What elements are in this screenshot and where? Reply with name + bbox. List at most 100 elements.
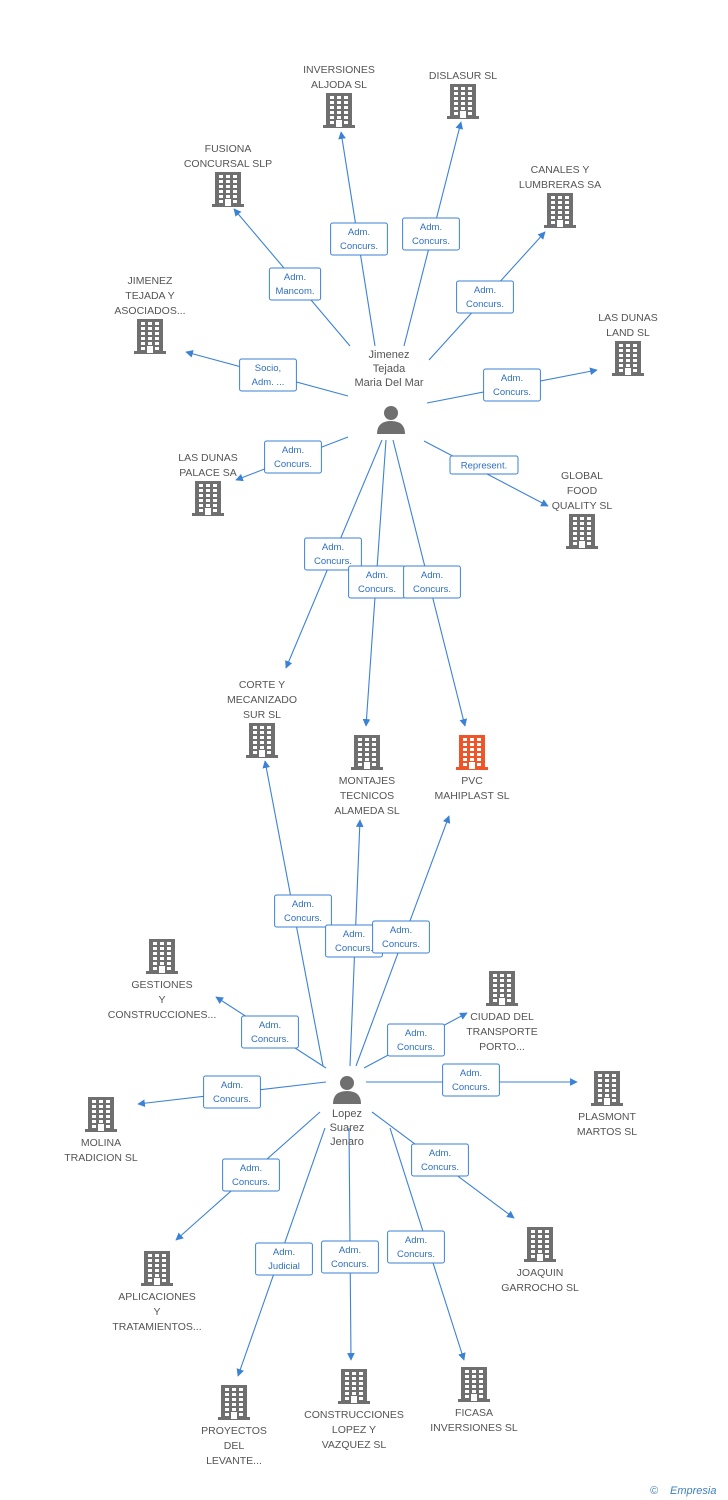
company-name-line: VAZQUEZ SL [322, 1439, 387, 1451]
relation-label[interactable]: Adm.Concurs. [483, 368, 541, 402]
building-icon[interactable] [134, 319, 166, 354]
relation-label-line: Concurs. [331, 1259, 369, 1270]
building-icon[interactable] [544, 193, 576, 228]
relation-label-line: Concurs. [284, 913, 322, 924]
company-node-las_dunas_palace[interactable]: LAS DUNAS PALACE SA [178, 452, 238, 516]
building-icon[interactable] [146, 939, 178, 974]
building-icon[interactable] [486, 971, 518, 1006]
person-icon[interactable] [333, 1076, 361, 1104]
building-icon[interactable] [212, 172, 244, 207]
relation-label[interactable]: Adm.Concurs. [442, 1063, 500, 1097]
relation-label-line: Concurs. [314, 556, 352, 567]
relation-label[interactable]: Adm.Mancom. [268, 267, 322, 301]
company-name-line: TRADICION SL [64, 1152, 138, 1164]
company-node-global_food[interactable]: GLOBAL FOOD QUALITY SL [552, 470, 613, 549]
relation-label-line: Adm. [405, 1028, 427, 1039]
relation-label-line: Adm. [259, 1020, 281, 1031]
relation-label[interactable]: Adm.Concurs. [456, 280, 514, 314]
company-name-line: CONSTRUCCIONES... [108, 1009, 217, 1021]
company-name-line: LAS DUNAS [598, 312, 658, 324]
relation-label[interactable]: Adm.Concurs. [222, 1158, 280, 1192]
relation-label[interactable]: Adm.Concurs. [387, 1023, 445, 1057]
company-name-line: LAS DUNAS [178, 452, 238, 464]
company-name-line: PALACE SA [179, 467, 237, 479]
company-name-line: LEVANTE... [206, 1455, 262, 1467]
company-node-molina[interactable]: MOLINA TRADICION SL [64, 1097, 138, 1164]
relation-label[interactable]: Socio,Adm. ... [239, 358, 297, 392]
relation-label[interactable]: Adm.Concurs. [264, 440, 322, 474]
company-name-line: FUSIONA [205, 143, 252, 155]
company-name-line: CANALES Y [531, 164, 590, 176]
building-icon[interactable] [612, 341, 644, 376]
relation-label[interactable]: Adm.Concurs. [403, 565, 461, 599]
building-icon[interactable] [458, 1367, 490, 1402]
relation-label-line: Adm. [460, 1068, 482, 1079]
relation-label[interactable]: Adm.Concurs. [304, 537, 362, 571]
building-icon[interactable] [218, 1385, 250, 1420]
footer-credit: © Empresia [650, 1485, 716, 1497]
relation-label-line: Represent. [461, 461, 507, 472]
company-name-line: PORTO... [479, 1041, 525, 1053]
company-node-ciudad_transporte[interactable]: CIUDAD DELTRANSPORTEPORTO... [466, 971, 538, 1053]
company-name-line: MARTOS SL [577, 1126, 637, 1138]
relation-label[interactable]: Adm.Concurs. [372, 920, 430, 954]
person-name-line: Lopez [332, 1108, 362, 1120]
relation-label[interactable]: Adm.Concurs. [387, 1230, 445, 1264]
relation-label[interactable]: Adm.Concurs. [402, 217, 460, 251]
relation-label-line: Concurs. [412, 236, 450, 247]
building-icon[interactable] [566, 514, 598, 549]
relation-label[interactable]: Adm.Concurs. [274, 894, 332, 928]
relation-label-line: Adm. [348, 227, 370, 238]
company-name-line: TRANSPORTE [466, 1026, 538, 1038]
building-icon[interactable] [246, 723, 278, 758]
company-name-line: QUALITY SL [552, 500, 613, 512]
building-icon[interactable] [323, 93, 355, 128]
building-icon[interactable] [85, 1097, 117, 1132]
company-node-dislasur[interactable]: DISLASUR SL [429, 70, 497, 119]
relation-label-line: Adm. [474, 285, 496, 296]
company-node-aplicaciones[interactable]: APLICACIONESYTRATAMIENTOS... [112, 1251, 202, 1333]
building-icon[interactable] [351, 735, 383, 770]
building-icon[interactable] [447, 84, 479, 119]
building-icon[interactable] [456, 735, 488, 770]
company-name-line: JOAQUIN [517, 1267, 564, 1279]
company-node-gestiones[interactable]: GESTIONESYCONSTRUCCIONES... [108, 939, 217, 1021]
company-name-line: TRATAMIENTOS... [112, 1321, 201, 1333]
company-name-line: MONTAJES [339, 775, 395, 787]
company-name-line: MOLINA [81, 1137, 121, 1149]
relation-label[interactable]: Adm.Concurs. [411, 1143, 469, 1177]
relation-label[interactable]: Adm.Concurs. [321, 1240, 379, 1274]
relation-label[interactable]: Adm.Judicial [255, 1242, 313, 1276]
company-node-proyectos[interactable]: PROYECTOSDELLEVANTE... [201, 1385, 267, 1467]
relation-label[interactable]: Represent. [449, 455, 519, 475]
relation-label[interactable]: Adm.Concurs. [330, 222, 388, 256]
company-name-line: GESTIONES [131, 979, 192, 991]
building-icon[interactable] [591, 1071, 623, 1106]
building-icon[interactable] [192, 481, 224, 516]
building-icon[interactable] [141, 1251, 173, 1286]
building-icon[interactable] [524, 1227, 556, 1262]
relation-label[interactable]: Adm.Concurs. [203, 1075, 261, 1109]
building-icon[interactable] [338, 1369, 370, 1404]
person-icon[interactable] [377, 406, 405, 434]
relation-label[interactable]: Adm.Concurs. [241, 1015, 299, 1049]
company-name-line: FOOD [567, 485, 598, 497]
company-name-line: GLOBAL [561, 470, 603, 482]
company-name-line: PROYECTOS [201, 1425, 267, 1437]
relation-label[interactable]: Adm.Concurs. [348, 565, 406, 599]
